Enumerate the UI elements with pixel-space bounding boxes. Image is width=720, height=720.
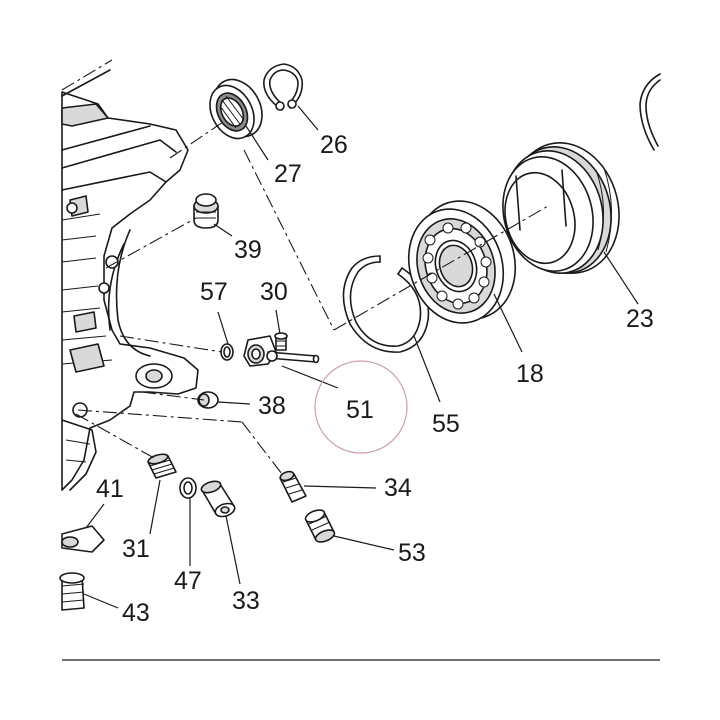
part-53-threaded-plug	[304, 509, 336, 543]
label-47: 47	[174, 567, 202, 595]
label-57: 57	[200, 278, 228, 306]
part-51-fitting	[243, 335, 320, 367]
part-57-o-ring	[220, 343, 234, 361]
part-47-washer	[179, 477, 197, 499]
part-23-seal-sleeve	[502, 142, 620, 274]
assembly-axis-lines	[61, 59, 549, 475]
leader-lines	[83, 105, 639, 609]
label-39: 39	[234, 236, 262, 264]
part-55-snap-ring	[342, 255, 430, 353]
label-43: 43	[122, 599, 150, 627]
label-55: 55	[432, 410, 460, 438]
part-34-set-screw	[279, 470, 307, 503]
part-31-spring	[147, 453, 177, 479]
part-33-bolt	[200, 480, 236, 518]
bearing-balls	[422, 222, 492, 310]
part-18-ball-bearing	[407, 200, 517, 324]
label-34: 34	[384, 474, 412, 502]
label-51: 51	[346, 396, 374, 424]
part-27-needle-bearing	[209, 78, 263, 140]
part-labels: 26 27 39 57 30 51 38 55 18 23 34 53 41 3…	[96, 131, 654, 627]
label-27: 27	[274, 160, 302, 188]
label-53: 53	[398, 539, 426, 567]
part-26-circlip	[263, 63, 304, 111]
highlight-circle	[314, 360, 408, 454]
label-38: 38	[258, 392, 286, 420]
label-18: 18	[516, 360, 544, 388]
part-30-screw	[274, 332, 288, 351]
label-31: 31	[122, 535, 150, 563]
label-30: 30	[260, 278, 288, 306]
partial-ring	[639, 73, 661, 151]
part-39-plug	[193, 193, 219, 229]
part-43-fitting	[59, 572, 85, 611]
label-26: 26	[320, 131, 348, 159]
crankcase-housing	[61, 69, 199, 491]
label-33: 33	[232, 587, 260, 615]
part-41-nut	[61, 525, 105, 553]
label-41: 41	[96, 475, 124, 503]
label-23: 23	[626, 305, 654, 333]
